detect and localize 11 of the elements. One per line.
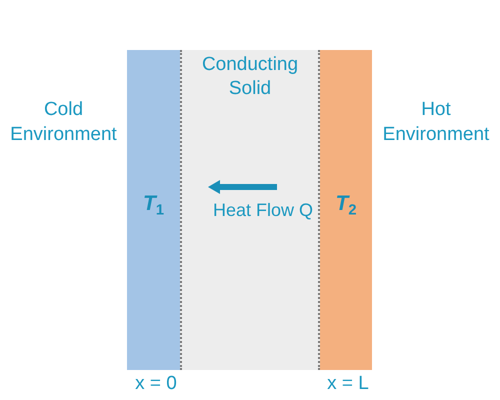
slab-label: Conducting Solid: [200, 53, 300, 101]
position-label: x = 0: [134, 372, 178, 396]
environment-label: Hot Environment: [382, 98, 490, 147]
conducting-solid-slab: [180, 50, 320, 370]
temperature-label: T$_{2}$: [334, 192, 358, 220]
environment-label: Cold Environment: [9, 98, 118, 147]
cold-wall-band: [127, 50, 180, 370]
position-label: x = L: [326, 372, 370, 396]
temperature-label: T$_{1}$: [142, 192, 165, 220]
hot-wall-band: [320, 50, 372, 370]
heat-flow-label: Heat Flow Q: [213, 199, 313, 222]
